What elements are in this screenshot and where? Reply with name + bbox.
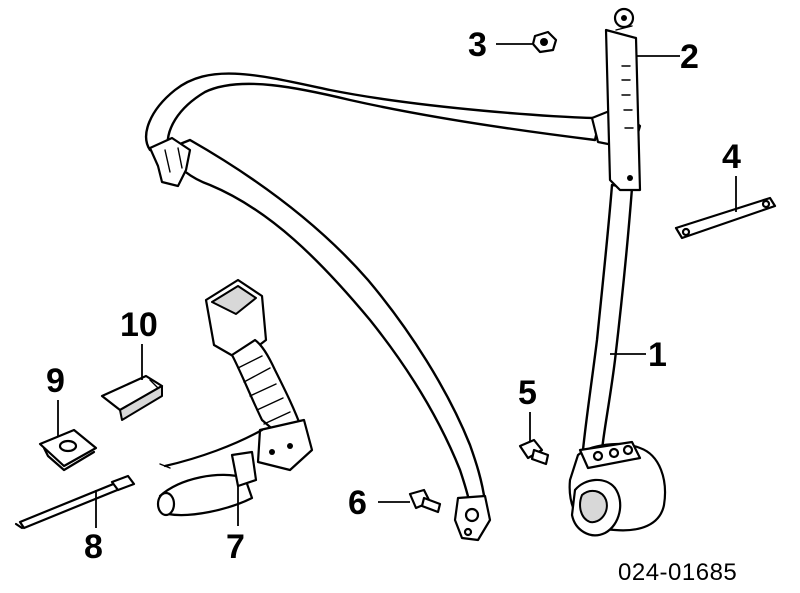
callout-7: 7 — [226, 528, 245, 566]
part-6-bolt — [408, 488, 442, 514]
part-2-height-adjuster — [604, 7, 642, 192]
callout-2: 2 — [680, 38, 699, 76]
callout-10: 10 — [120, 306, 158, 344]
callout-8: 8 — [84, 528, 103, 566]
part-9-clip — [38, 428, 98, 472]
callout-9: 9 — [46, 362, 65, 400]
part-10-cover — [100, 374, 164, 421]
part-1-belt-retractor — [568, 108, 666, 537]
callout-6: 6 — [348, 484, 367, 522]
callout-5: 5 — [518, 374, 537, 412]
callout-labels: 1 2 3 4 5 6 7 8 9 10 024-01685 — [46, 26, 741, 586]
shoulder-belt-webbing — [145, 72, 602, 542]
leader-lines — [57, 43, 737, 528]
callout-4: 4 — [722, 138, 741, 176]
part-8-cable — [14, 474, 136, 530]
callout-1: 1 — [648, 336, 667, 374]
part-7-buckle-stalk — [156, 278, 314, 517]
callout-3: 3 — [468, 26, 487, 64]
part-5-bolt — [518, 438, 550, 466]
part-3-nut — [531, 30, 558, 54]
part-4-rod — [674, 196, 777, 240]
diagram-part-number: 024-01685 — [618, 559, 737, 586]
